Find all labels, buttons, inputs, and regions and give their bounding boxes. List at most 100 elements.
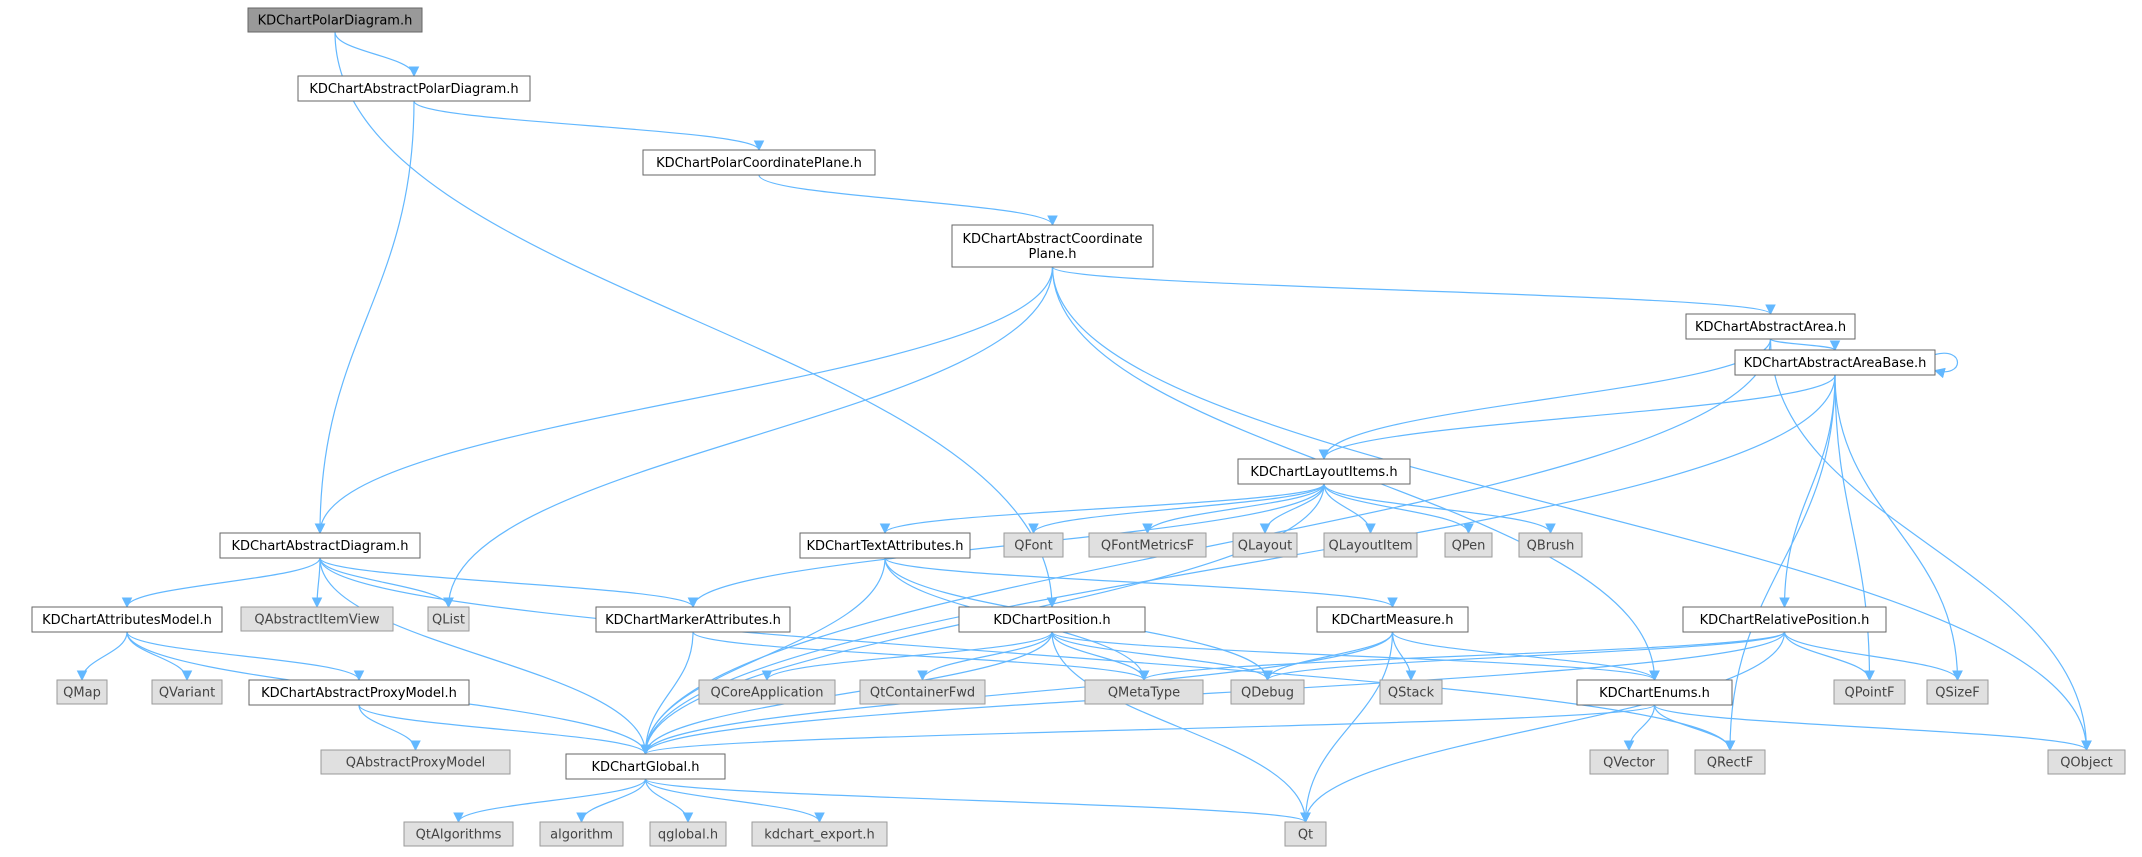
node-qdebug: QDebug <box>1230 679 1305 705</box>
node-qlist: QList <box>427 606 470 632</box>
edge-polar-to-abspolar <box>334 31 420 78</box>
node-label: KDChartLayoutItems.h <box>1250 465 1397 480</box>
edge-layout-to-qfont <box>1028 483 1325 535</box>
node-box <box>1084 679 1204 705</box>
node-label: algorithm <box>550 828 613 843</box>
edge-line <box>576 778 647 824</box>
edge-line <box>358 704 651 756</box>
node-qtcontfwd: QtContainerFwd <box>859 679 986 705</box>
node-attrmodel[interactable]: KDChartAttributesModel.h <box>31 606 223 633</box>
node-box <box>1003 532 1064 558</box>
edge-line <box>413 100 765 152</box>
edge-position-to-qtcontfwd <box>917 631 1053 682</box>
edge-layout-to-qlayoutitem <box>1323 483 1376 535</box>
edge-abspolar-to-absdiag <box>314 100 415 535</box>
node-label: QVariant <box>159 686 215 701</box>
node-global[interactable]: KDChartGlobal.h <box>565 753 726 780</box>
edge-line <box>1783 631 1963 682</box>
edge-relpos-to-qmeta <box>1138 631 1786 682</box>
node-absareabase[interactable]: KDChartAbstractAreaBase.h <box>1734 349 1936 376</box>
node-qlayout: QLayout <box>1232 532 1298 558</box>
edge-attrmodel-to-qmap <box>76 631 128 682</box>
edge-line <box>1323 483 1556 535</box>
edge-line <box>640 631 1786 756</box>
node-qtalg: QtAlgorithms <box>403 821 514 847</box>
node-qvector: QVector <box>1589 749 1669 775</box>
edge-line <box>879 483 1325 535</box>
node-label: QMetaType <box>1108 686 1180 701</box>
edge-global-to-algorithm <box>576 778 647 824</box>
node-polarplane[interactable]: KDChartPolarCoordinatePlane.h <box>642 149 876 176</box>
node-box <box>427 606 470 632</box>
node-box <box>958 606 1146 633</box>
node-box <box>539 821 624 847</box>
edge-line <box>761 631 1053 682</box>
edge-line <box>1051 631 1273 682</box>
node-label: QLayout <box>1238 539 1292 554</box>
edge-relpos-to-qpointf <box>1783 631 1875 682</box>
edge-global-to-qt <box>644 778 1311 824</box>
node-absproxy[interactable]: KDChartAbstractProxyModel.h <box>248 679 470 706</box>
edge-line <box>1259 483 1325 535</box>
node-box <box>403 821 514 847</box>
edge-absareabase-to-layout <box>1318 374 1836 461</box>
node-label: QRectF <box>1707 756 1753 771</box>
node-box <box>1694 749 1766 775</box>
node-abspolar[interactable]: KDChartAbstractPolarDiagram.h <box>297 75 531 102</box>
edge-absarea-to-global <box>640 338 1772 756</box>
node-algorithm: algorithm <box>539 821 624 847</box>
edge-line <box>1323 483 1376 535</box>
node-kdexport: kdchart_export.h <box>751 821 888 847</box>
node-box <box>1576 679 1733 706</box>
node-box <box>698 679 836 705</box>
node-box <box>1323 532 1418 558</box>
edge-line <box>640 557 886 756</box>
node-label: KDChartEnums.h <box>1599 686 1710 701</box>
edge-line <box>1318 374 1836 461</box>
edge-global-to-kdexport <box>644 778 825 824</box>
edge-position-to-qt <box>1051 631 1311 824</box>
header-nodes: KDChartPolarDiagram.hKDChartAbstractPola… <box>31 7 2126 847</box>
node-enums[interactable]: KDChartEnums.h <box>1576 679 1733 706</box>
node-label: KDChartGlobal.h <box>591 760 699 775</box>
node-label: QtContainerFwd <box>870 686 975 701</box>
edge-line <box>1051 266 2092 752</box>
node-box <box>1230 679 1305 705</box>
node-label: QFont <box>1014 539 1053 554</box>
edge-position-to-qmeta <box>1051 631 1150 682</box>
edge-line <box>640 631 694 756</box>
node-qfontm: QFontMetricsF <box>1088 532 1207 558</box>
node-absarea[interactable]: KDChartAbstractArea.h <box>1685 313 1856 340</box>
node-textattr[interactable]: KDChartTextAttributes.h <box>799 532 971 559</box>
node-label: QMap <box>63 686 101 701</box>
node-label: QLayoutItem <box>1328 539 1412 554</box>
edge-line <box>319 557 651 756</box>
node-absdiag[interactable]: KDChartAbstractDiagram.h <box>219 532 421 559</box>
node-measure[interactable]: KDChartMeasure.h <box>1316 606 1469 633</box>
node-label: QDebug <box>1241 686 1294 701</box>
edge-absproxy-to-global <box>358 704 651 756</box>
edge-line <box>443 266 1054 609</box>
node-box <box>1685 313 1856 340</box>
node-label: QSizeF <box>1935 686 1979 701</box>
edge-line <box>334 31 420 78</box>
node-layout[interactable]: KDChartLayoutItems.h <box>1237 458 1411 485</box>
node-position[interactable]: KDChartPosition.h <box>958 606 1146 633</box>
edge-position-to-global <box>640 631 1053 756</box>
edge-absdiag-to-qaiv <box>311 557 323 609</box>
edge-line <box>1262 631 1786 682</box>
edge-line <box>917 631 1053 682</box>
edge-position-to-qcoreapp <box>761 631 1053 682</box>
node-label: QList <box>432 613 465 628</box>
edge-marker-to-global <box>640 631 694 756</box>
edge-line <box>1769 338 2092 752</box>
edge-polarplane-to-absplane <box>758 174 1058 227</box>
edge-enums-to-qobject <box>1653 704 2092 752</box>
node-relpos[interactable]: KDChartRelativePosition.h <box>1682 606 1887 633</box>
node-box <box>1237 458 1411 485</box>
edge-enums-to-qvector <box>1623 704 1656 752</box>
node-marker[interactable]: KDChartMarkerAttributes.h <box>595 606 791 633</box>
node-box <box>1589 749 1669 775</box>
